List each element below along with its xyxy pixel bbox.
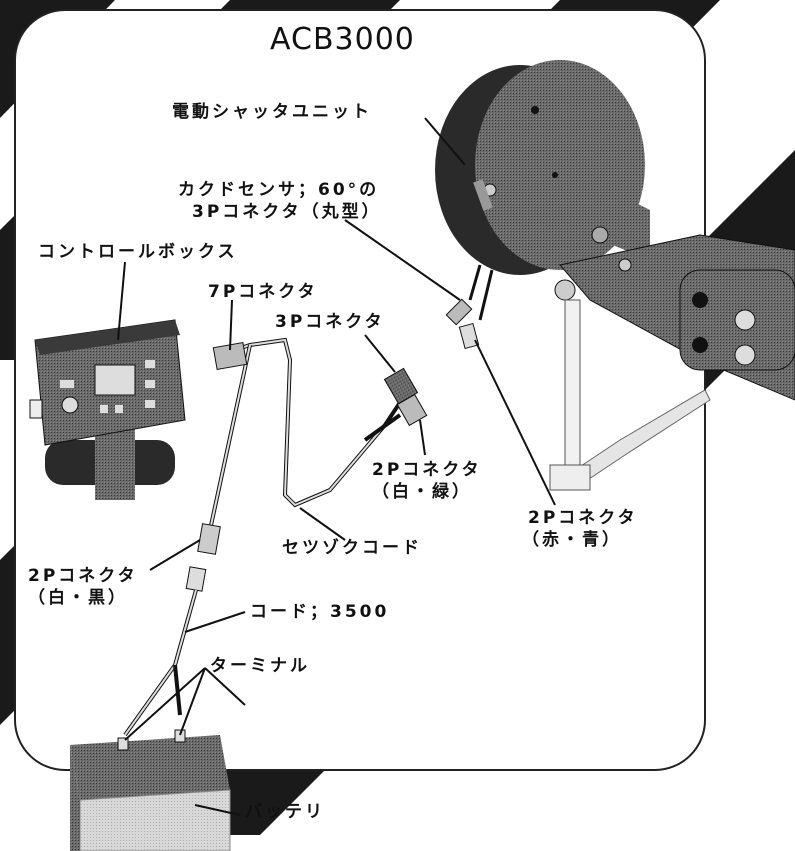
battery	[70, 729, 231, 851]
connector-2p-white-black-b	[185, 566, 207, 592]
diagram-title: ACB3000	[270, 22, 415, 57]
leader-7p	[229, 299, 233, 351]
label-2p-red-blue-line1: 2Pコネクタ	[528, 508, 638, 528]
leader-2p-white-green	[419, 419, 426, 456]
connector-2p-white-black-a	[197, 523, 221, 555]
label-connection-cord: セツゾクコード	[282, 538, 422, 558]
leader-connection-cord	[299, 507, 346, 541]
label-7p-connector: 7Pコネクタ	[208, 282, 318, 302]
leader-lines	[117, 117, 556, 816]
leader-terminal-3	[204, 667, 246, 706]
connection-cord	[208, 337, 407, 531]
label-2p-white-green-line2: （白・緑）	[372, 482, 472, 502]
leader-cord	[184, 611, 246, 633]
label-terminal: ターミナル	[210, 656, 310, 676]
leader-control-box	[117, 261, 126, 341]
leader-angle-sensor	[344, 219, 461, 301]
label-2p-white-black-line2: （白・黒）	[28, 588, 128, 608]
connector-2p-white-green	[396, 393, 428, 427]
connector-7p	[212, 341, 248, 371]
linkage-rod	[549, 299, 711, 491]
label-3p-connector: 3Pコネクタ	[275, 312, 385, 332]
label-electric-shutter-unit: 電動シャッタユニット	[172, 102, 372, 122]
label-cord-3500: コード；3500	[250, 602, 390, 622]
label-2p-white-green-line1: 2Pコネクタ	[372, 460, 482, 480]
mounting-bracket	[554, 234, 795, 401]
label-2p-white-black-line1: 2Pコネクタ	[28, 566, 138, 586]
battery-cord	[123, 589, 198, 737]
electric-shutter-unit	[435, 60, 650, 275]
leader-shutter-unit	[424, 117, 466, 166]
leader-terminal-1	[124, 667, 206, 741]
shutter-connectors	[445, 264, 494, 350]
leader-battery	[194, 804, 241, 816]
label-2p-red-blue-line2: （赤・青）	[522, 530, 622, 550]
leader-2p-white-black	[149, 539, 201, 571]
label-angle-sensor-line1: カクドセンサ；60°の	[178, 180, 380, 200]
leader-3p	[364, 334, 396, 373]
label-battery: バッテリ	[245, 802, 325, 822]
label-control-box: コントロールボックス	[38, 242, 238, 262]
leader-terminal-2	[179, 667, 206, 736]
leader-2p-red-blue	[474, 339, 556, 506]
control-box	[29, 319, 186, 500]
label-angle-sensor-line2: 3Pコネクタ（丸型）	[192, 202, 382, 222]
